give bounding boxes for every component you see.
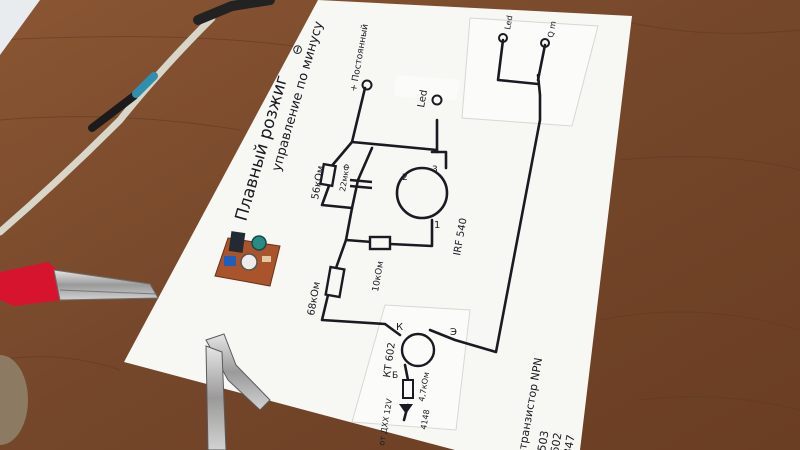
terminal-note-in bbox=[540, 38, 550, 48]
led-label: Led bbox=[416, 89, 430, 109]
pcb-trimmer bbox=[224, 256, 236, 266]
pin-d-label: 2 bbox=[402, 173, 408, 183]
round-object bbox=[0, 355, 28, 445]
title-mark: ⊖ bbox=[289, 42, 306, 57]
resistor-r2 bbox=[324, 265, 346, 299]
resistor-r3 bbox=[368, 235, 392, 251]
cable-tape-blue bbox=[132, 72, 158, 98]
note-alt-2: 602 bbox=[548, 432, 564, 450]
resistor-r4 bbox=[402, 379, 414, 399]
corner-led-label: Led bbox=[503, 15, 514, 31]
transistor-note bbox=[351, 304, 471, 431]
pin-k-label: К bbox=[396, 322, 403, 333]
pcb-knob bbox=[240, 253, 258, 271]
cable-plug bbox=[193, 0, 275, 25]
pin-b-label: Б bbox=[392, 371, 398, 381]
resistor-r1 bbox=[318, 162, 338, 188]
corner-in-label: Q m bbox=[546, 20, 558, 38]
note-alt-1: 503 bbox=[535, 430, 551, 450]
transistor-symbol bbox=[400, 332, 436, 368]
diode-label: 4148 bbox=[419, 409, 431, 431]
pin-g-label: 1 bbox=[434, 220, 440, 231]
terminal-note-led bbox=[498, 33, 508, 43]
corner-note bbox=[461, 17, 599, 127]
test-lead-cable bbox=[0, 14, 216, 236]
silver-alligator-clip bbox=[205, 333, 271, 450]
note-alt-3: 847 bbox=[561, 434, 577, 450]
red-alligator-clip bbox=[0, 262, 159, 306]
pcb-resistor bbox=[262, 256, 271, 262]
transistor-label: КТ 602 bbox=[382, 342, 398, 379]
pcb-transistor bbox=[228, 231, 246, 253]
led-tab bbox=[394, 75, 460, 100]
pin-e-label: Э bbox=[450, 327, 457, 338]
diode-symbol bbox=[399, 404, 413, 414]
cable-tape-black bbox=[88, 92, 138, 132]
corner-object bbox=[0, 0, 40, 55]
pin-s-label: 3 bbox=[432, 165, 438, 175]
mosfet-symbol bbox=[395, 166, 449, 220]
terminal-led bbox=[431, 94, 443, 106]
terminal-plus bbox=[361, 79, 373, 91]
pcb-capacitor bbox=[251, 235, 267, 251]
capacitor-c1 bbox=[349, 178, 373, 190]
pcb-board bbox=[214, 231, 281, 287]
